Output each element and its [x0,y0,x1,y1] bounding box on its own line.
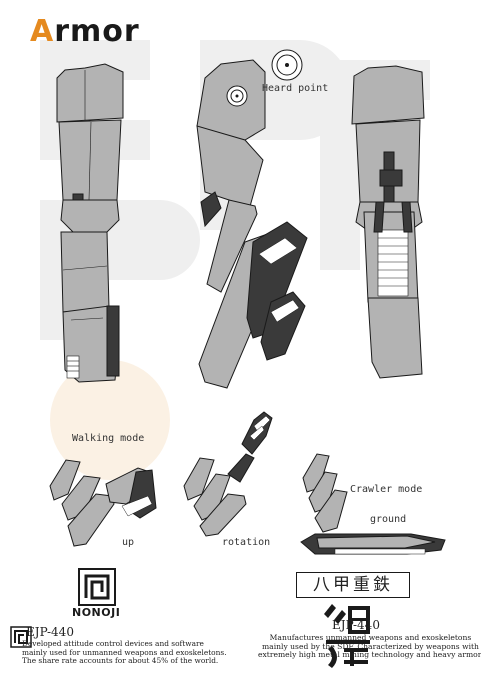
head-point-marker [226,85,248,107]
front-forearm [60,231,110,313]
nonoji-logo-text: NONOJI [72,606,121,619]
front-shoulder [56,63,124,123]
armor-back-view [351,65,425,379]
up-label: up [122,537,135,548]
back-lower [367,297,423,379]
rotation-diagram [183,411,273,537]
walking-mode-label: Walking mode [72,433,145,444]
side-flap [200,191,222,228]
right-description: Manufactures unmanned weapons and exoske… [258,633,481,660]
side-forearm [206,199,258,293]
left-model-number: EJP-440 [26,625,74,639]
back-elbow-block [379,169,403,187]
ground-label: ground [370,514,407,525]
walking-mode-diagram [49,459,157,547]
kanji-seal-logo [324,604,370,668]
head-point-label: Heard point [262,83,329,94]
crawler-mode-diagram [300,453,446,555]
back-shoulder [351,65,425,125]
right-kanji-title: 八甲重鉄 [296,572,410,598]
rotation-label: rotation [222,537,271,548]
crawler-mode-label: Crawler mode [350,484,423,495]
right-model-number: EJP-440 [332,618,380,632]
page-title: Armor [30,14,140,49]
front-elbow [60,199,120,233]
nonoji-logo-icon [78,568,116,606]
left-description: Developed attitude control devices and s… [22,639,227,666]
head-point-icon [271,49,303,81]
nonoji-small-logo-icon [10,626,32,648]
armor-front-view [56,63,124,383]
front-side-plate [106,305,120,377]
armor-side-exploded-view [196,59,308,389]
